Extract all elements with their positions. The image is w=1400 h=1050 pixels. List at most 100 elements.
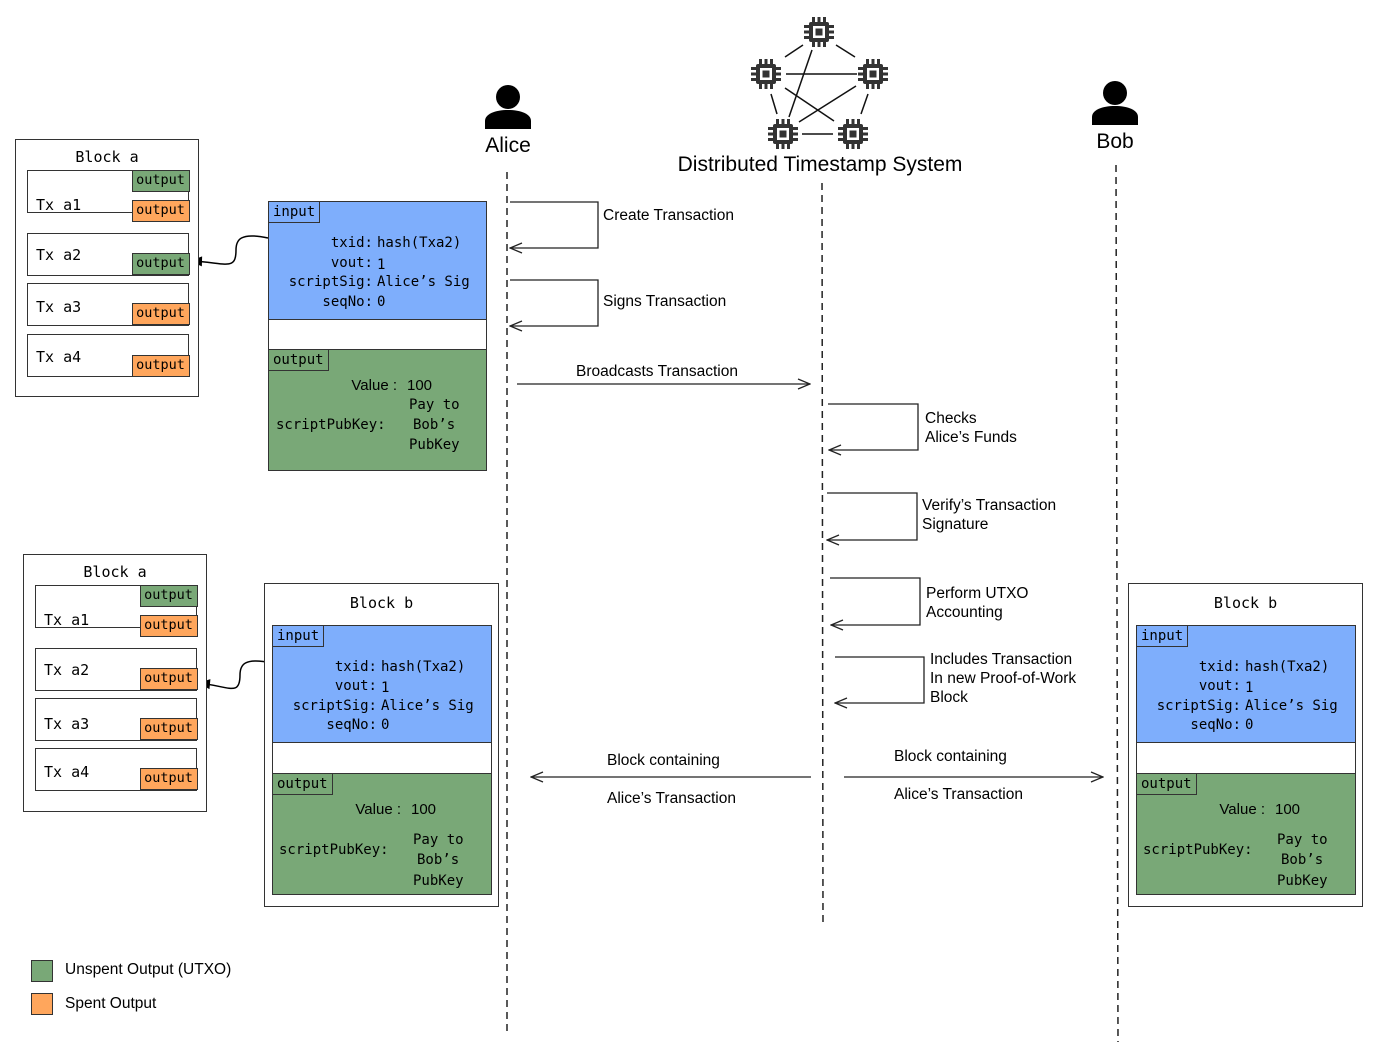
block-b-alice: Block b input txid: hash(Txa2) vout: 1 s…: [264, 583, 499, 907]
field-key: txid:: [330, 235, 373, 251]
input-tag: input: [273, 626, 325, 647]
field-key: seqNo:: [326, 717, 377, 733]
field-value: 1: [381, 680, 390, 696]
output-tag-unspent: output: [131, 169, 190, 192]
output-section: output Value : 100 scriptPubKey: Pay to …: [1137, 773, 1355, 894]
script-value-line: Pay to: [1277, 832, 1328, 848]
transaction-panel-top: input txid: hash(Txa2) vout: 1 scriptSig…: [268, 201, 487, 471]
input-section: input txid: hash(Txa2) vout: 1 scriptSig…: [269, 202, 486, 320]
person-icon: [485, 85, 531, 129]
transaction-panel: input txid: hash(Txa2) vout: 1 scriptSig…: [272, 625, 492, 895]
verify-signature-arrow: [827, 492, 918, 540]
field-value: 1: [1245, 680, 1254, 696]
input-tag: input: [1137, 626, 1189, 647]
network-edges: [770, 44, 869, 135]
field-key: vout:: [1198, 678, 1241, 694]
field-value: 0: [377, 294, 386, 310]
tx-row: Tx a4 output: [27, 334, 190, 377]
transaction-panel: input txid: hash(Txa2) vout: 1 scriptSig…: [1136, 625, 1356, 895]
block-title: Block a: [75, 148, 139, 166]
script-value-line: PubKey: [413, 873, 464, 889]
script-key: scriptPubKey:: [276, 417, 386, 433]
message-line: Verify’s Transaction: [922, 497, 1057, 514]
field-key: scriptSig:: [288, 274, 373, 290]
cpu-chip-icon: [768, 119, 798, 149]
value-key: Value :: [351, 377, 397, 394]
output-tag-spent: output: [131, 303, 190, 325]
include-transaction-arrow: [835, 656, 925, 703]
value-amount: 100: [411, 801, 437, 818]
message-block-to-alice-top: Block containing: [607, 752, 720, 769]
message-checks-funds: Checks Alice’s Funds: [925, 409, 1017, 447]
cpu-chip-icon: [804, 17, 834, 47]
value-amount: 100: [407, 377, 433, 394]
actor-label-alice: Alice: [485, 134, 531, 157]
output-tag-unspent: output: [131, 253, 190, 275]
output-tag: output: [269, 350, 329, 371]
field-key: txid:: [1198, 659, 1241, 675]
tx-row: Tx a3 output: [27, 283, 190, 326]
message-signs-transaction: Signs Transaction: [603, 293, 727, 310]
script-value-line: PubKey: [1277, 873, 1328, 889]
block-a-bottom: Block a Tx a1 output output Tx a2 output…: [23, 554, 207, 812]
script-value-line: Bob’s: [413, 417, 456, 433]
tx-label: Tx a3: [36, 298, 82, 316]
separator: [1137, 743, 1355, 773]
message-utxo-accounting: Perform UTXO Accounting: [926, 584, 1028, 622]
block-a-top: Block a Tx a1 output output Tx a2 output…: [15, 139, 199, 397]
tx-row: Tx a1 output output: [27, 169, 190, 222]
system-lifeline: [821, 182, 824, 926]
message-block-to-alice-bottom: Alice’s Transaction: [607, 790, 736, 807]
message-broadcasts-transaction: Broadcasts Transaction: [576, 363, 738, 380]
message-include-transaction: Includes Transaction In new Proof-of-Wor…: [930, 650, 1076, 707]
message-line: Checks: [925, 410, 977, 427]
tx-label: Tx a4: [36, 348, 82, 366]
cpu-chip-icon: [838, 119, 868, 149]
legend: Unspent Output (UTXO) Spent Output: [30, 958, 270, 1018]
script-value-line: PubKey: [409, 437, 460, 453]
field-value: hash(Txa2): [1245, 659, 1330, 675]
message-create-transaction: Create Transaction: [603, 207, 734, 224]
tx-row: Tx a1 output output: [35, 584, 198, 637]
cpu-chip-icon: [858, 59, 888, 89]
input-reference-arrow-top: [189, 235, 269, 267]
output-tag-spent: output: [139, 615, 198, 637]
output-tag-spent: output: [139, 668, 198, 690]
checks-funds-arrow: [828, 403, 919, 450]
tx-label: Tx a3: [44, 715, 90, 733]
signs-transaction-arrow: [510, 279, 599, 326]
create-transaction-arrow: [510, 201, 599, 248]
output-tag-spent: output: [131, 200, 190, 222]
field-value: Alice’s Sig: [1245, 698, 1338, 714]
message-line: Perform UTXO: [926, 585, 1029, 602]
tx-label: Tx a2: [44, 661, 90, 679]
field-key: scriptSig:: [292, 698, 377, 714]
message-line: Signature: [922, 516, 989, 533]
tx-row: Tx a2 output: [27, 233, 190, 276]
tx-row: Tx a2 output: [35, 648, 198, 691]
output-tag: output: [273, 774, 333, 795]
message-verify-signature: Verify’s Transaction Signature: [922, 496, 1056, 534]
legend-label-spent: Spent Output: [65, 995, 157, 1012]
message-block-to-bob-bottom: Alice’s Transaction: [894, 786, 1023, 803]
message-block-to-bob-top: Block containing: [894, 748, 1007, 765]
tx-row: Tx a3 output: [35, 698, 198, 741]
output-tag-spent: output: [139, 718, 198, 740]
output-tag-spent: output: [131, 355, 190, 377]
value-amount: 100: [1275, 801, 1301, 818]
tx-row: Tx a4 output: [35, 748, 198, 791]
field-value: Alice’s Sig: [377, 274, 470, 290]
input-reference-arrow-bottom: [197, 660, 273, 690]
output-tag-unspent: output: [139, 584, 198, 607]
field-key: seqNo:: [1190, 717, 1241, 733]
block-title: Block b: [1213, 594, 1278, 612]
field-value: 0: [381, 717, 390, 733]
message-line: In new Proof-of-Work: [930, 670, 1077, 687]
script-value-line: Bob’s: [417, 852, 460, 868]
script-key: scriptPubKey:: [279, 842, 389, 858]
separator: [273, 743, 491, 773]
cpu-chip-icon: [751, 59, 781, 89]
field-key: vout:: [334, 678, 377, 694]
tx-label: Tx a1: [44, 611, 90, 629]
block-b-bob: Block b input txid: hash(Txa2) vout: 1 s…: [1128, 583, 1363, 907]
